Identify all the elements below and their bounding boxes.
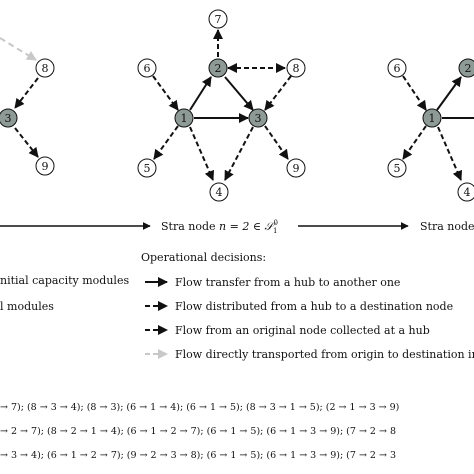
- node-circle: [387, 58, 407, 78]
- timeline: Stra node n = 2 ∈ 𝒮10 Stra node: [0, 219, 474, 235]
- hub-label: 3: [5, 112, 12, 125]
- graph-right: 6 2 1 5 4: [387, 58, 474, 202]
- hub-label: 2: [465, 62, 472, 75]
- graph-left: 8 3 9: [0, 37, 55, 176]
- node-label: 8: [42, 62, 49, 75]
- edge-collect-6-1: [152, 75, 179, 111]
- edge-distribute-3-9: [14, 127, 39, 158]
- legend-left-item: nitial capacity modules: [0, 274, 129, 287]
- stage-caption-middle: Stra node n = 2 ∈ 𝒮10: [161, 219, 278, 235]
- route-line: → 3 → 4); (6 → 1 → 2 → 7); (9 → 2 → 3 → …: [0, 450, 396, 461]
- node-circle: [137, 58, 157, 78]
- node-circle: [35, 156, 55, 176]
- edge-distribute-1-4: [437, 126, 463, 181]
- hub-label: 1: [181, 112, 188, 125]
- legend-item: Flow directly transported from origin to…: [175, 348, 474, 361]
- edge-transfer-2-3: [224, 76, 254, 111]
- node-circle: [209, 182, 229, 202]
- node-label: 5: [394, 162, 401, 175]
- edge-distribute-1-5: [402, 125, 427, 160]
- node-circle: [286, 58, 306, 78]
- hub-circle: [208, 58, 228, 78]
- edge-direct-flow: [0, 37, 37, 61]
- legend-title: Operational decisions:: [141, 251, 266, 264]
- legend: Operational decisions: nitial capacity m…: [0, 251, 474, 361]
- route-list: → 7); (8 → 3 → 4); (8 → 3); (6 → 1 → 4);…: [0, 402, 399, 461]
- node-circle: [387, 158, 407, 178]
- legend-item: Flow transfer from a hub to another one: [175, 276, 400, 289]
- hub-circle: [458, 58, 474, 78]
- node-label: 8: [293, 62, 300, 75]
- edge-transfer-1-2: [436, 76, 462, 111]
- legend-left-item: l modules: [0, 300, 54, 313]
- hub-circle: [422, 108, 442, 128]
- graph-middle: 7 6 2 8 1 3 5 9 4: [137, 9, 306, 202]
- node-label: 9: [293, 162, 300, 175]
- edge-transfer-1-2: [189, 76, 212, 111]
- node-circle: [457, 182, 474, 202]
- node-circle: [208, 9, 228, 29]
- stage-caption-right: Stra node: [420, 220, 474, 233]
- hub-label: 2: [215, 62, 222, 75]
- node-label: 6: [394, 62, 401, 75]
- edge-collect-8-3: [14, 77, 39, 109]
- node-label: 7: [215, 13, 222, 26]
- node-label: 4: [464, 186, 471, 199]
- node-circle: [35, 58, 55, 78]
- hub-label: 1: [429, 112, 436, 125]
- edge-collect-6-1: [402, 75, 427, 111]
- node-label: 4: [216, 186, 223, 199]
- edge-collect-8-3: [264, 75, 292, 111]
- hub-circle: [248, 108, 268, 128]
- hub-circle: [174, 108, 194, 128]
- node-label: 5: [144, 162, 151, 175]
- edge-distribute-3-9: [264, 125, 289, 160]
- node-label: 6: [144, 62, 151, 75]
- edge-distribute-3-4: [224, 126, 254, 181]
- edge-distribute-1-5: [153, 125, 179, 160]
- node-label: 9: [42, 160, 49, 173]
- hub-label: 3: [255, 112, 262, 125]
- edge-distribute-1-4: [189, 126, 215, 181]
- node-circle: [137, 158, 157, 178]
- route-line: → 7); (8 → 3 → 4); (8 → 3); (6 → 1 → 4);…: [0, 402, 399, 413]
- hub-circle: [0, 108, 18, 128]
- legend-item: Flow distributed from a hub to a destina…: [175, 300, 453, 313]
- route-line: → 2 → 7); (8 → 2 → 1 → 4); (6 → 1 → 2 → …: [0, 426, 396, 437]
- legend-item: Flow from an original node collected at …: [175, 324, 430, 337]
- node-circle: [286, 158, 306, 178]
